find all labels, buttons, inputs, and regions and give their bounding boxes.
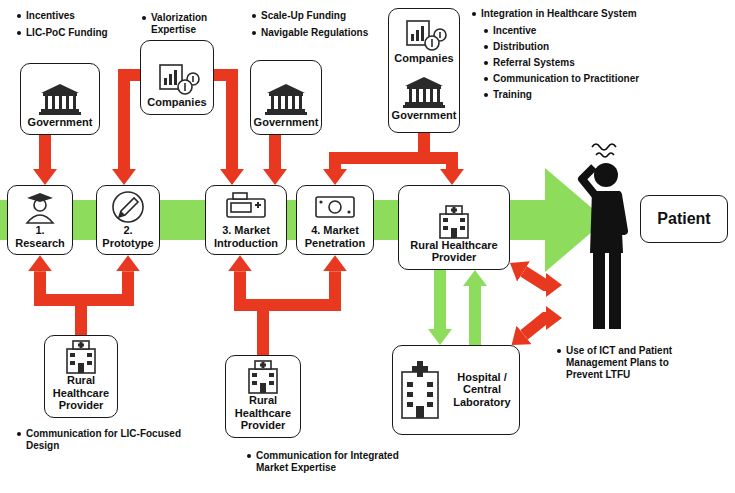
- box-content: Government: [392, 75, 457, 122]
- box-label: Rural Healthcare Provider: [48, 374, 114, 412]
- hospital-icon: [396, 360, 444, 420]
- box-label: Hospital / Central Laboratory: [448, 371, 516, 409]
- flow-arrow: [335, 133, 424, 169]
- patient-figure: [562, 135, 642, 335]
- icon-box: Hospital / Central Laboratory: [392, 345, 520, 435]
- box-label: 2. Prototype: [100, 224, 156, 249]
- icon-box: Government: [250, 60, 322, 135]
- box-content: 2. Prototype: [100, 190, 156, 249]
- box-label: Rural Healthcare Provider: [229, 394, 297, 432]
- box-label: Government: [28, 116, 93, 129]
- box-label: Rural Healthcare Provider: [402, 239, 506, 264]
- box-content: Companies: [147, 62, 206, 109]
- box-label: 4. Market Penetration: [300, 224, 370, 249]
- bullet-note: Incentives: [15, 10, 75, 22]
- bullet-note: Valorization Expertise: [140, 12, 235, 36]
- icon-box: Rural Healthcare Provider: [398, 185, 510, 270]
- bullet-note: LIC-PoC Funding: [15, 27, 108, 39]
- grad-icon: [17, 190, 63, 224]
- bullet-note: Navigable Regulations: [250, 27, 368, 39]
- clinic-icon: [240, 360, 286, 394]
- comp-icon: [154, 62, 200, 96]
- flow-arrow: [469, 286, 481, 345]
- box-label: 3. Market Introduction: [209, 224, 283, 249]
- box-content: Rural Healthcare Provider: [229, 360, 297, 432]
- flow-arrow: [263, 271, 335, 355]
- money-icon: [312, 190, 358, 224]
- box-label: Companies: [394, 52, 453, 65]
- box-content: Rural Healthcare Provider: [48, 340, 114, 412]
- box-label: Government: [392, 109, 457, 122]
- box-content: Hospital / Central Laboratory: [396, 360, 516, 420]
- flow-arrow: [40, 271, 81, 335]
- flow-arrow: [269, 135, 281, 169]
- box-label: Patient: [657, 210, 710, 228]
- bullet-note: Use of ICT and Patient Management Plans …: [555, 345, 695, 381]
- box-content: Patient: [640, 195, 728, 243]
- bullet-note: Communication to Practitioner: [482, 73, 639, 85]
- bullet-note: Referral Systems: [482, 57, 575, 69]
- bullet-note: Distribution: [482, 41, 549, 53]
- box-content: 3. Market Introduction: [209, 190, 283, 249]
- flow-arrow: [434, 270, 446, 329]
- flow-arrow: [524, 271, 546, 285]
- flow-arrow: [524, 318, 546, 335]
- icon-box: CompaniesGovernment: [388, 8, 460, 133]
- pencil-icon: [105, 190, 151, 224]
- flow-arrow: [124, 75, 140, 169]
- icon-box: 1. Research: [7, 185, 73, 255]
- device-icon: [223, 190, 269, 224]
- bullet-note: Training: [482, 89, 532, 101]
- icon-box: Rural Healthcare Provider: [44, 335, 118, 418]
- box-content: Government: [28, 82, 93, 129]
- box-content: 4. Market Penetration: [300, 190, 370, 249]
- box-content: Companies: [394, 18, 453, 65]
- icon-box: Companies: [140, 40, 214, 115]
- clinic-icon: [58, 340, 104, 374]
- icon-box: 4. Market Penetration: [296, 185, 374, 255]
- icon-box: Government: [20, 63, 100, 135]
- bullet-note: Communication for LIC-Focused Design: [15, 428, 185, 452]
- bullet-note: Integration in Healthcare System: [470, 8, 637, 20]
- gov-icon: [401, 75, 447, 109]
- box-label: Government: [254, 116, 319, 129]
- flow-arrow: [39, 135, 51, 169]
- box-label: Companies: [147, 96, 206, 109]
- bullet-note: Scale-Up Funding: [250, 10, 346, 22]
- box-content: Rural Healthcare Provider: [402, 205, 506, 264]
- box-label: 1. Research: [11, 224, 69, 249]
- box-content: 1. Research: [11, 190, 69, 249]
- flow-arrow: [214, 75, 232, 169]
- gov-icon: [263, 82, 309, 116]
- box-content: Government: [254, 82, 319, 129]
- comp-icon: [401, 18, 447, 52]
- patient-node: Patient: [562, 135, 732, 335]
- bullet-note: Incentive: [482, 25, 536, 37]
- icon-box: Rural Healthcare Provider: [225, 355, 301, 438]
- icon-box: 2. Prototype: [96, 185, 160, 255]
- flow-arrow: [81, 271, 128, 335]
- gov-icon: [37, 82, 83, 116]
- icon-box: 3. Market Introduction: [205, 185, 287, 255]
- clinic-icon: [431, 205, 477, 239]
- bullet-note: Communication for Integrated Market Expe…: [245, 450, 405, 474]
- flow-arrow: [424, 133, 452, 169]
